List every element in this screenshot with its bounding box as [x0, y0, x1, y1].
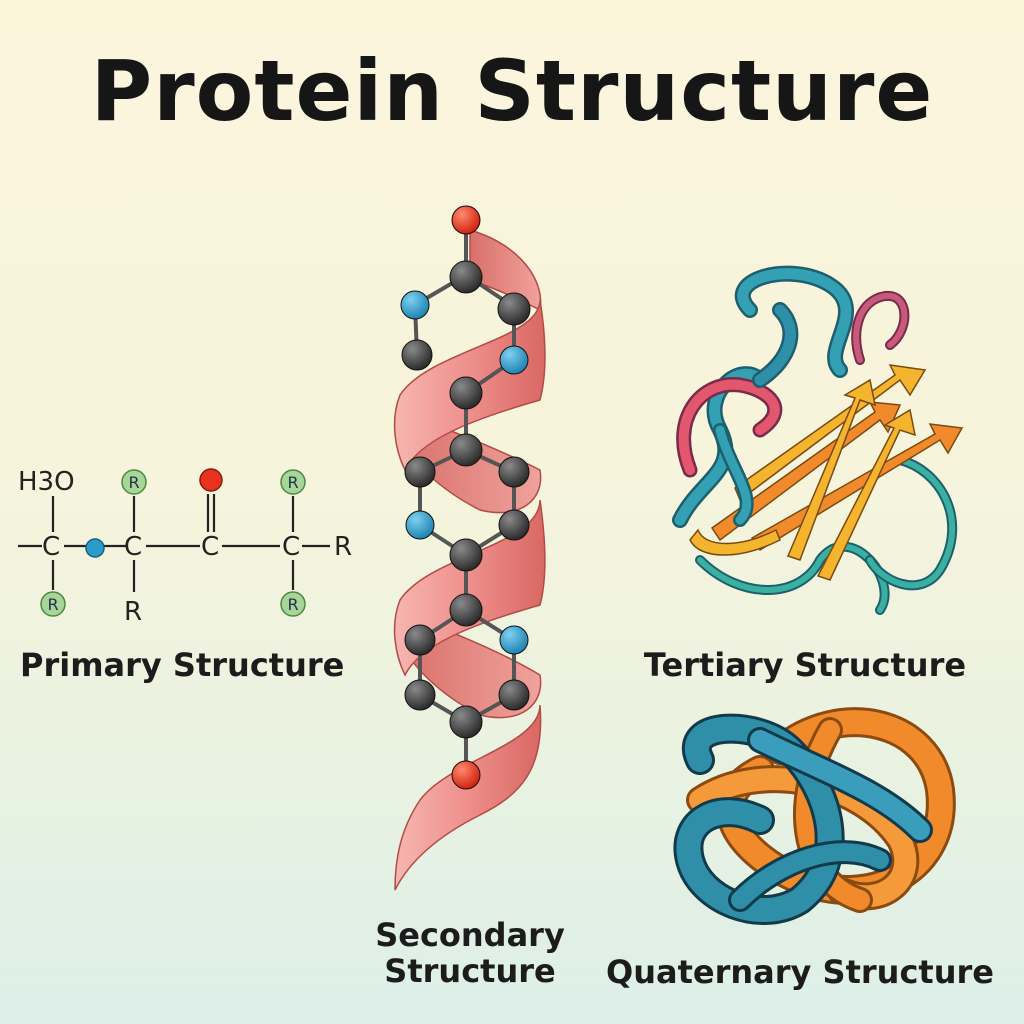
primary-structure-label: Primary Structure: [20, 648, 340, 684]
secondary-label-line-1: Secondary: [340, 918, 600, 954]
tertiary-structure-label: Tertiary Structure: [640, 648, 970, 684]
secondary-structure-label: Secondary Structure: [340, 918, 600, 990]
quaternary-structure-label: Quaternary Structure: [600, 955, 1000, 991]
secondary-label-line-2: Structure: [340, 954, 600, 990]
